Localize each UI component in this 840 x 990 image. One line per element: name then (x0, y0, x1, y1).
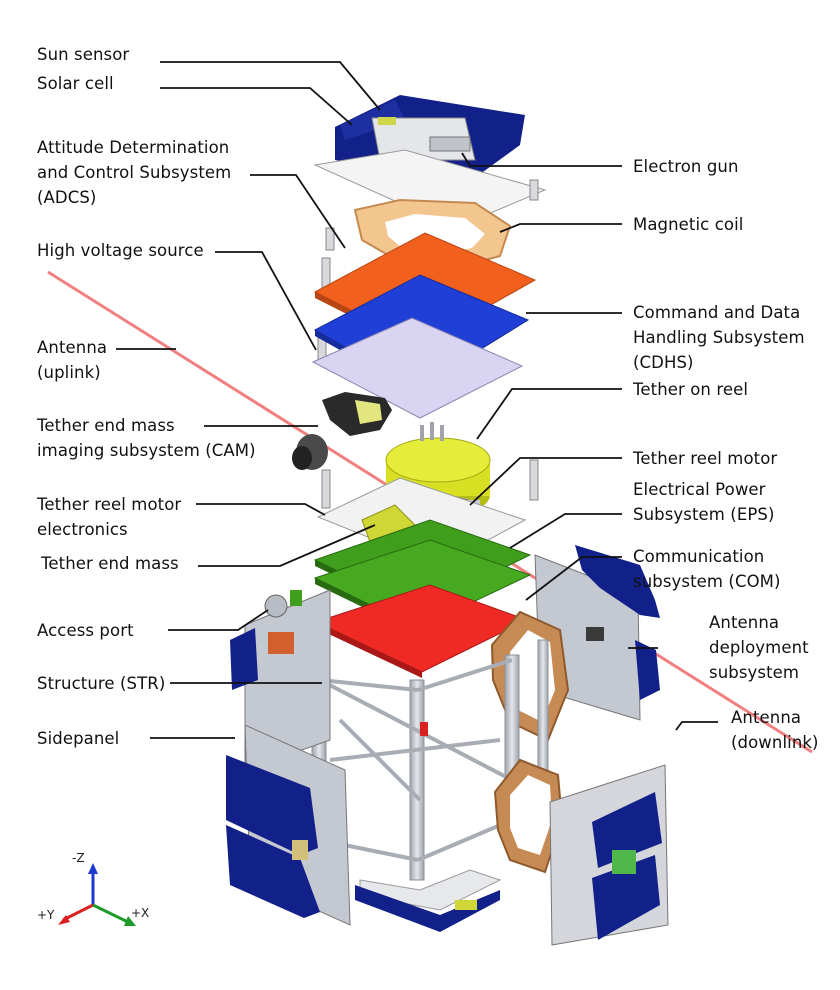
label-antenna-deployment: Antenna deployment subsystem (709, 613, 809, 682)
label-reel-motor-electronics: Tether reel motor electronics (37, 495, 182, 539)
z-axis-arrow (88, 863, 98, 874)
label-cam: Tether end mass imaging subsystem (CAM) (37, 416, 256, 460)
label-adcs: Attitude Determination and Control Subsy… (37, 138, 232, 207)
label-magnetic-coil: Magnetic coil (633, 215, 744, 234)
label-tether-on-reel: Tether on reel (633, 380, 749, 399)
label-tether-end-mass: Tether end mass (41, 554, 179, 573)
label-antenna-downlink: Antenna (downlink) (731, 708, 819, 752)
left-back-sidepanel (230, 589, 331, 771)
sun-sensor-chip (378, 117, 396, 125)
electron-gun-part (429, 136, 471, 152)
y-axis-arrow (58, 915, 70, 925)
cam-camera (292, 392, 392, 470)
axis-label-y: +Y (37, 908, 55, 922)
label-com: Communication subsystem (COM) (633, 547, 781, 591)
left-front-sidepanel (226, 724, 351, 926)
axis-label-z: -Z (72, 851, 85, 865)
label-access-port: Access port (37, 621, 134, 640)
label-high-voltage-source: High voltage source (37, 241, 204, 260)
front-right-sidepanel (493, 758, 669, 946)
label-sidepanel: Sidepanel (37, 729, 120, 748)
axis-label-x: +X (131, 906, 150, 920)
label-sun-sensor: Sun sensor (37, 45, 130, 64)
label-eps: Electrical Power Subsystem (EPS) (633, 480, 775, 524)
label-electron-gun: Electron gun (633, 157, 739, 176)
x-axis-arrow (124, 916, 136, 926)
label-structure: Structure (STR) (37, 674, 166, 693)
label-solar-cell: Solar cell (37, 74, 114, 93)
leader-lines (116, 61, 718, 739)
coordinate-axes (58, 863, 136, 926)
label-cdhs: Command and Data Handling Subsystem (CDH… (633, 303, 805, 372)
label-tether-reel-motor: Tether reel motor (633, 449, 778, 468)
label-antenna-uplink: Antenna (uplink) (37, 338, 108, 382)
